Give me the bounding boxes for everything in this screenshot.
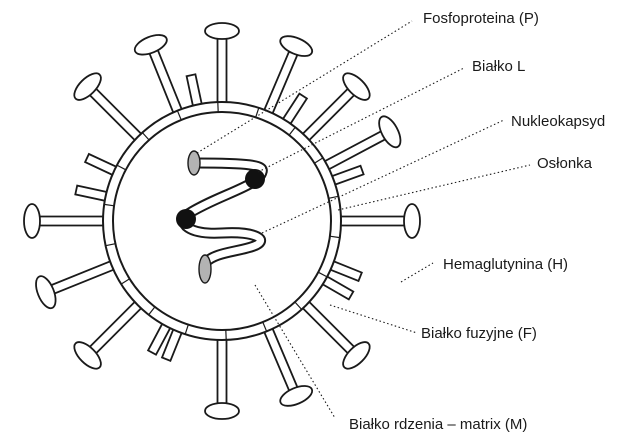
label-bialko-l: Białko L xyxy=(472,58,525,76)
label-hemaglutynina: Hemaglutynina (H) xyxy=(443,256,568,274)
hemagglutinin-stalk xyxy=(218,38,227,106)
hemagglutinin-head xyxy=(24,204,40,238)
l-protein-upper xyxy=(245,169,265,189)
hemagglutinin-head xyxy=(404,204,420,238)
label-nukleokapsyd: Nukleokapsyd xyxy=(511,113,605,131)
phosphoprotein-lower xyxy=(199,255,211,283)
hemagglutinin-head xyxy=(205,23,239,39)
hemagglutinin-stalk xyxy=(149,50,183,117)
hemagglutinin-stalk xyxy=(89,299,143,354)
l-protein-lower xyxy=(176,209,196,229)
leader-hemaglutynina xyxy=(401,263,433,282)
hemagglutinin-stalk xyxy=(337,217,405,226)
envelope-inner xyxy=(113,112,331,330)
hemagglutinin-stalk xyxy=(51,260,118,294)
hemagglutinin-stalk xyxy=(39,217,107,226)
label-bialko-matrix: Białko rdzenia – matrix (M) xyxy=(349,416,527,434)
hemagglutinin-stalk xyxy=(218,336,227,404)
label-bialko-fuzyjne: Białko fuzyjne (F) xyxy=(421,325,537,343)
label-fosfoproteina: Fosfoproteina (P) xyxy=(423,10,539,28)
leader-oslonka xyxy=(338,165,530,210)
phosphoprotein-upper xyxy=(188,151,200,175)
hemagglutinin-stalk xyxy=(300,88,355,142)
hemagglutinin-stalk xyxy=(321,131,385,171)
hemagglutinin-head xyxy=(205,403,239,419)
label-oslonka: Osłonka xyxy=(537,155,592,173)
hemagglutinin-stalk xyxy=(300,299,355,354)
leader-bialko-fuzyjne xyxy=(330,305,417,333)
hemagglutinin-stalk xyxy=(263,325,298,391)
hemagglutinin-stalk xyxy=(89,88,143,142)
